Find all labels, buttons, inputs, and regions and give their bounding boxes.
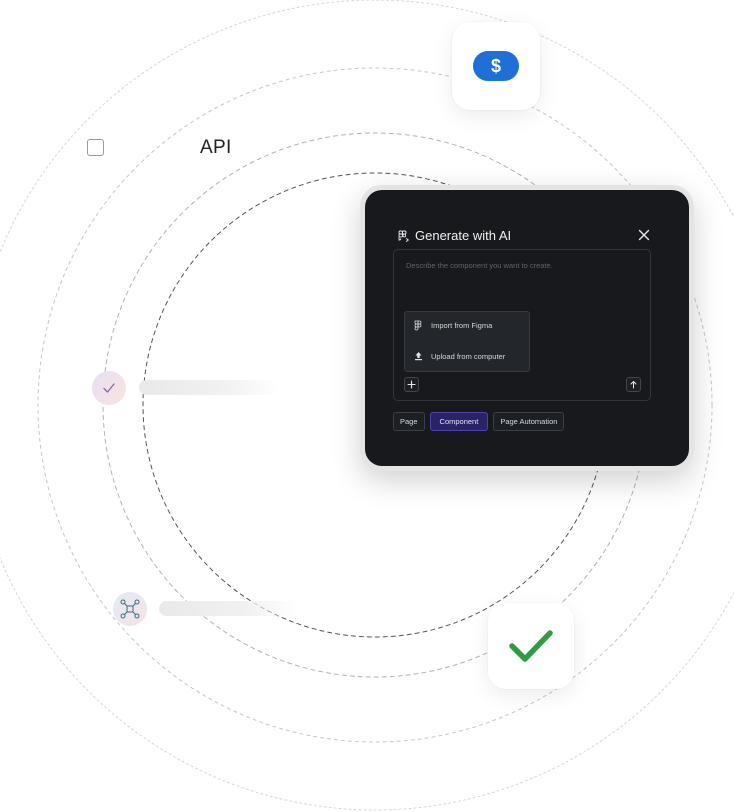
add-attachment-button[interactable]: [404, 377, 419, 392]
prompt-placeholder: Describe the component you want to creat…: [406, 261, 553, 270]
arrow-up-icon: [630, 381, 637, 389]
attach-menu: Import from Figma Upload from computer: [404, 311, 530, 372]
api-checkbox[interactable]: [87, 139, 104, 156]
generate-dialog: Generate with AI Describe the component …: [365, 190, 689, 466]
skeleton-bar: [159, 601, 299, 616]
payment-card: $: [452, 22, 540, 110]
upload-icon: [413, 351, 423, 361]
api-label: API: [200, 137, 232, 158]
chip-page-automation[interactable]: Page Automation: [493, 412, 565, 431]
chip-page[interactable]: Page: [393, 412, 425, 431]
menu-item-import-figma[interactable]: Import from Figma: [413, 318, 492, 332]
check-avatar: [92, 371, 126, 405]
skeleton-bar: [139, 380, 279, 395]
chip-component[interactable]: Component: [429, 412, 489, 431]
dialog-header: Generate with AI: [397, 228, 511, 243]
prompt-input[interactable]: Describe the component you want to creat…: [393, 249, 651, 401]
success-card: [488, 603, 574, 689]
menu-item-upload[interactable]: Upload from computer: [413, 349, 505, 363]
figma-icon: [413, 320, 423, 331]
dollar-symbol: $: [490, 55, 501, 76]
close-button[interactable]: [636, 227, 652, 243]
mode-chips: Page Component Page Automation: [393, 412, 565, 431]
checkmark-icon: [103, 383, 115, 393]
menu-item-label: Import from Figma: [431, 320, 493, 330]
dialog-title: Generate with AI: [415, 228, 512, 243]
dialog-frame: Generate with AI Describe the component …: [360, 185, 694, 471]
close-icon: [638, 229, 650, 241]
network-icon: [120, 599, 140, 619]
sparkle-figma-icon: [398, 230, 409, 242]
menu-item-label: Upload from computer: [431, 351, 506, 361]
send-button[interactable]: [626, 377, 641, 392]
success-check-icon: [509, 630, 553, 662]
network-avatar: [113, 592, 147, 626]
dollar-icon: $: [473, 51, 519, 81]
plus-icon: [407, 380, 416, 389]
